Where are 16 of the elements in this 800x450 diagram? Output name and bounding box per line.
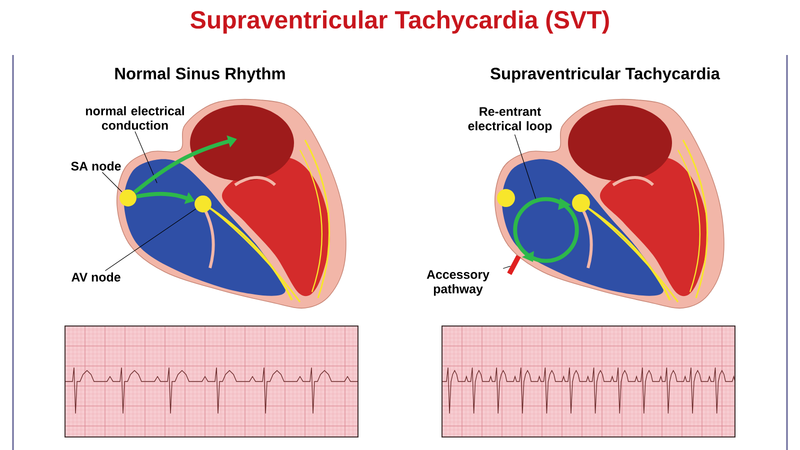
callout-label: SA node	[71, 161, 121, 171]
callout-label: AV node	[72, 272, 120, 282]
leader-line	[104, 208, 196, 272]
leader-line	[514, 134, 536, 200]
leader-line	[134, 131, 158, 184]
callout-label: Accessory pathway	[426, 270, 490, 296]
leader-line	[102, 172, 122, 192]
node-circle	[194, 196, 212, 212]
title: Supraventricular Tachycardia (SVT)	[190, 10, 609, 34]
panel-heading: Supraventricular Tachycardia	[490, 67, 720, 83]
pathway-bar	[507, 255, 521, 275]
callout-label: Re-entrant electrical loop	[468, 107, 552, 133]
callout-label: normal electrical conduction	[86, 106, 184, 130]
node-circle	[120, 190, 136, 206]
leader-line	[502, 266, 511, 269]
panel-heading: Normal Sinus Rhythm	[115, 67, 285, 83]
